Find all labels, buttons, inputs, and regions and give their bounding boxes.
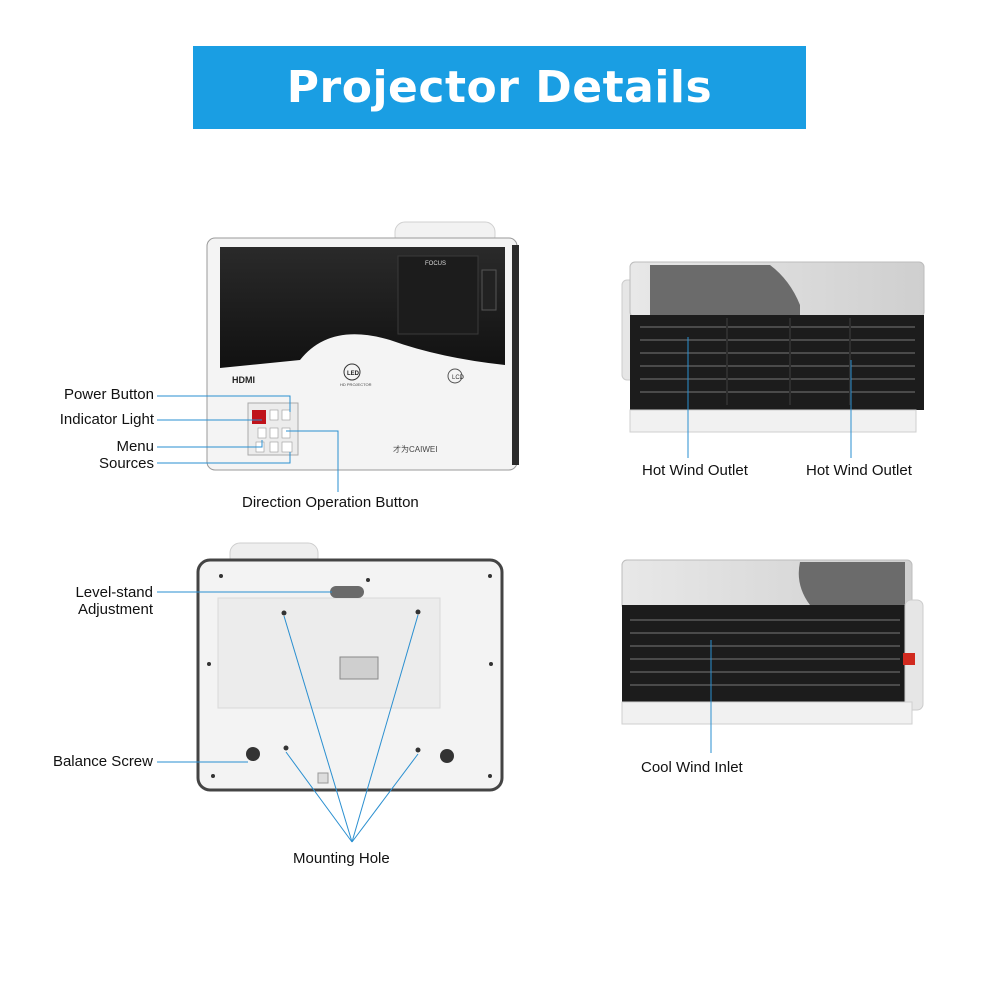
sources-label: Sources (98, 455, 154, 472)
level-stand-label-line1: Level-stand (75, 584, 153, 601)
hot-wind-outlet-label-2: Hot Wind Outlet (806, 462, 912, 479)
title-banner: Projector Details (193, 46, 806, 129)
bottom-view-projector (196, 542, 504, 792)
cool-wind-inlet-label: Cool Wind Inlet (641, 759, 743, 776)
brand-logo: 才为CAIWEI (393, 444, 437, 454)
top-view-projector: FOCUS HDMI LED HD PROJECTOR LCD 才为CAIWEI (206, 221, 519, 471)
side-view-rear-projector (621, 261, 925, 433)
balance-screw-label: Balance Screw (52, 753, 153, 770)
lcd-logo: LCD (452, 375, 465, 381)
focus-label: FOCUS (425, 261, 446, 267)
direction-operation-button-label: Direction Operation Button (242, 494, 419, 511)
bottom-view-callout-lines (157, 591, 419, 843)
side-view-front-projector (621, 559, 924, 725)
menu-label: Menu (116, 438, 154, 455)
mounting-hole-label: Mounting Hole (293, 850, 390, 867)
led-logo: LED (347, 371, 360, 377)
hdmi-logo: HDMI (232, 375, 255, 385)
led-subtext: HD PROJECTOR (340, 382, 372, 387)
hot-wind-outlet-label-1: Hot Wind Outlet (642, 462, 748, 479)
level-stand-label-line2: Adjustment (77, 601, 153, 618)
top-view-callout-lines (157, 395, 339, 492)
power-button-label: Power Button (63, 386, 154, 403)
side-view-rear-callout-lines (687, 337, 852, 458)
page-title: Projector Details (286, 62, 713, 113)
indicator-light-label: Indicator Light (59, 411, 154, 428)
